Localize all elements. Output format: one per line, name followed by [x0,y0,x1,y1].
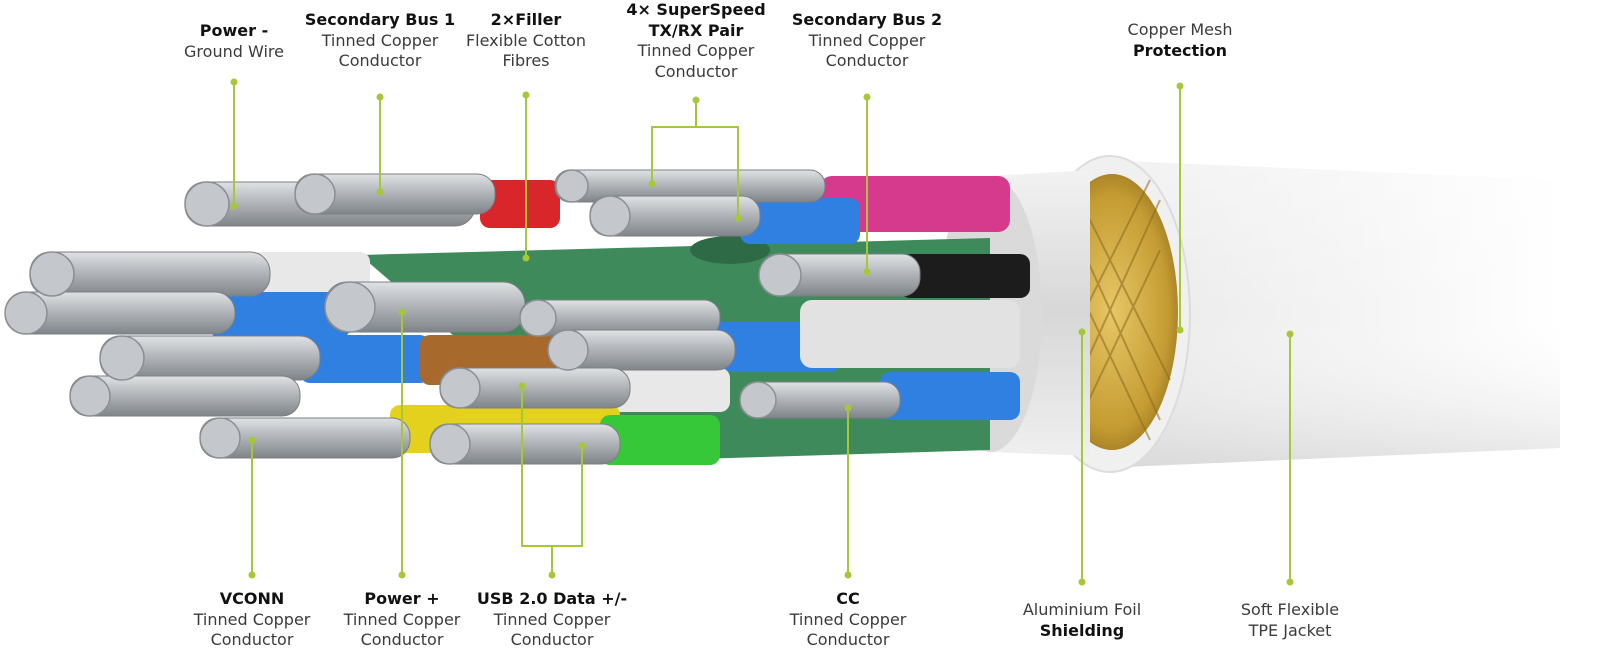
label-secondary-bus-2-line-1: Tinned Copper [808,30,926,50]
white-insulation-2 [800,300,1020,368]
label-power-plus-line-1: Tinned Copper [343,609,461,629]
label-superspeed-line-1: Tinned Copper [637,41,755,60]
label-foil-bold: Shielding [1039,620,1125,640]
label-copper-mesh-bold: Protection [1132,40,1228,60]
label-superspeed-title-2: TX/RX Pair [648,20,744,40]
label-power-ground-title: Power - [199,21,269,40]
label-jacket-line-1: Soft Flexible [1240,600,1340,619]
leader-superspeed-b [696,126,739,218]
label-filler-line-1: Flexible Cotton [465,30,587,50]
label-power-ground: Power - Ground Wire [124,21,344,62]
label-filler-line-2: Fibres [502,51,550,70]
label-filler-title: 2×Filler [490,10,562,29]
blue-insulation-1 [210,292,350,338]
label-secondary-bus-2-title: Secondary Bus 2 [791,10,943,29]
label-superspeed-line-2: Conductor [654,61,738,81]
label-usb2-title: USB 2.0 Data +/- [476,589,628,608]
label-secondary-bus-2-line-2: Conductor [825,51,909,70]
leader-lines [233,82,1291,582]
label-power-plus: Power + Tinned Copper Conductor [292,589,512,651]
label-copper-mesh: Copper Mesh Protection [1070,20,1290,61]
label-vconn-line-2: Conductor [210,630,294,649]
label-cc-line-2: Conductor [806,630,890,649]
label-superspeed-title: 4× SuperSpeed [626,0,766,19]
white-insulation-3 [600,368,730,412]
label-vconn-line-1: Tinned Copper [193,609,311,629]
leader-superspeed-a [651,100,697,184]
label-filler: 2×Filler Flexible Cotton Fibres [416,10,636,72]
label-superspeed: 4× SuperSpeed TX/RX Pair Tinned Copper C… [586,0,806,82]
superspeed-blue-1 [740,198,860,244]
label-vconn: VCONN Tinned Copper Conductor [142,589,362,651]
label-power-plus-line-2: Conductor [360,630,444,649]
secondary-bus-2-black [900,254,1030,298]
wire-insulation-colors [210,176,1030,465]
label-cc-title: CC [836,589,860,608]
label-power-ground-line: Ground Wire [184,41,284,61]
label-secondary-bus-1-line-2: Conductor [338,51,422,70]
label-copper-mesh-line: Copper Mesh [1127,20,1233,39]
blue-insulation-2 [300,335,430,383]
label-usb2-line-1: Tinned Copper [493,609,611,629]
label-cc-line-1: Tinned Copper [789,609,907,629]
label-foil-line: Aluminium Foil [1022,600,1142,619]
label-cc: CC Tinned Copper Conductor [738,589,958,651]
leader-dots [230,78,1294,586]
usb-lime [600,415,720,465]
label-secondary-bus-1-line-1: Tinned Copper [321,30,439,50]
label-secondary-bus-1: Secondary Bus 1 Tinned Copper Conductor [270,10,490,72]
label-foil: Aluminium Foil Shielding [972,600,1192,641]
strand-end-faces [4,169,802,465]
label-power-plus-title: Power + [364,589,440,608]
label-usb2-line-2: Conductor [510,630,594,649]
label-secondary-bus-1-title: Secondary Bus 1 [304,10,456,29]
label-vconn-title: VCONN [219,589,285,608]
label-secondary-bus-2: Secondary Bus 2 Tinned Copper Conductor [757,10,977,72]
conductor-strands [4,169,921,465]
label-usb2: USB 2.0 Data +/- Tinned Copper Conductor [442,589,662,651]
filler-red [480,180,560,228]
label-jacket-line-2: TPE Jacket [1248,620,1332,640]
cc-blue [880,372,1020,420]
label-jacket: Soft Flexible TPE Jacket [1180,600,1400,641]
